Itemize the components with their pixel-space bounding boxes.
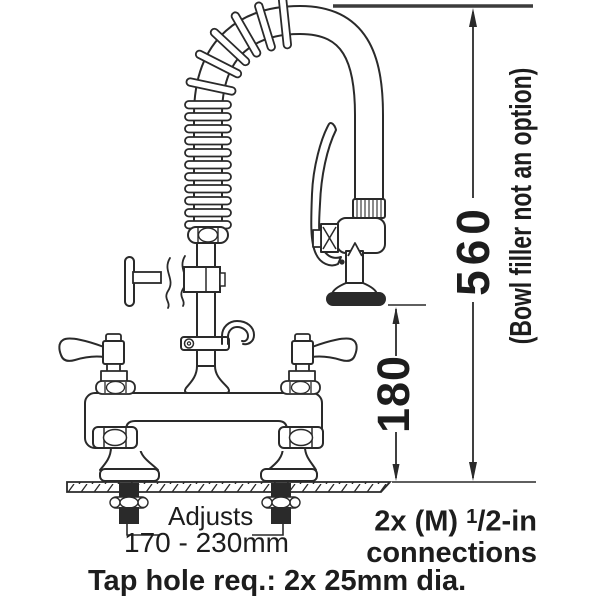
faucet-body: [84, 392, 323, 451]
pre-rinse-hose-spring: [184, 0, 384, 232]
connections-line1: 2x (M) 1/2-in: [374, 505, 537, 538]
faucet-foot-right: [260, 446, 318, 482]
hook-bracket: [180, 319, 256, 351]
connections-line2: connections: [366, 536, 537, 569]
rubber-bumper: [326, 292, 386, 306]
wall-bracket: [124, 255, 226, 309]
coupling-nut-right: [278, 426, 324, 449]
mounting-shank-left: [109, 483, 149, 524]
counter-deck: [66, 481, 393, 493]
riser-pipe: [184, 239, 230, 394]
dim-560-label: 560: [447, 204, 499, 296]
handle-right: [280, 333, 358, 395]
adjusts-label: Adjusts: [168, 501, 254, 531]
adjusts-range: 170 - 230mm: [124, 527, 289, 558]
connections-note: 2x (M) 1/2-in connections: [366, 502, 537, 569]
faucet-foot-left: [99, 446, 160, 482]
spray-valve: [312, 217, 386, 306]
tap-hole-note: Tap hole req.: 2x 25mm dia.: [88, 565, 467, 597]
knurled-coupling: [352, 198, 386, 219]
dim-180-label: 180: [368, 354, 419, 434]
coupling-nut-left: [92, 426, 138, 449]
mounting-shank-right: [261, 483, 301, 524]
handle-left: [58, 333, 136, 395]
dim-line-180: [388, 304, 426, 481]
bowl-filler-note: (Bowl filler not an option): [503, 67, 538, 345]
adjusts-leader-lines: [126, 524, 284, 536]
riser-hex-nut: [187, 226, 229, 244]
dim-line-560: [469, 8, 477, 481]
